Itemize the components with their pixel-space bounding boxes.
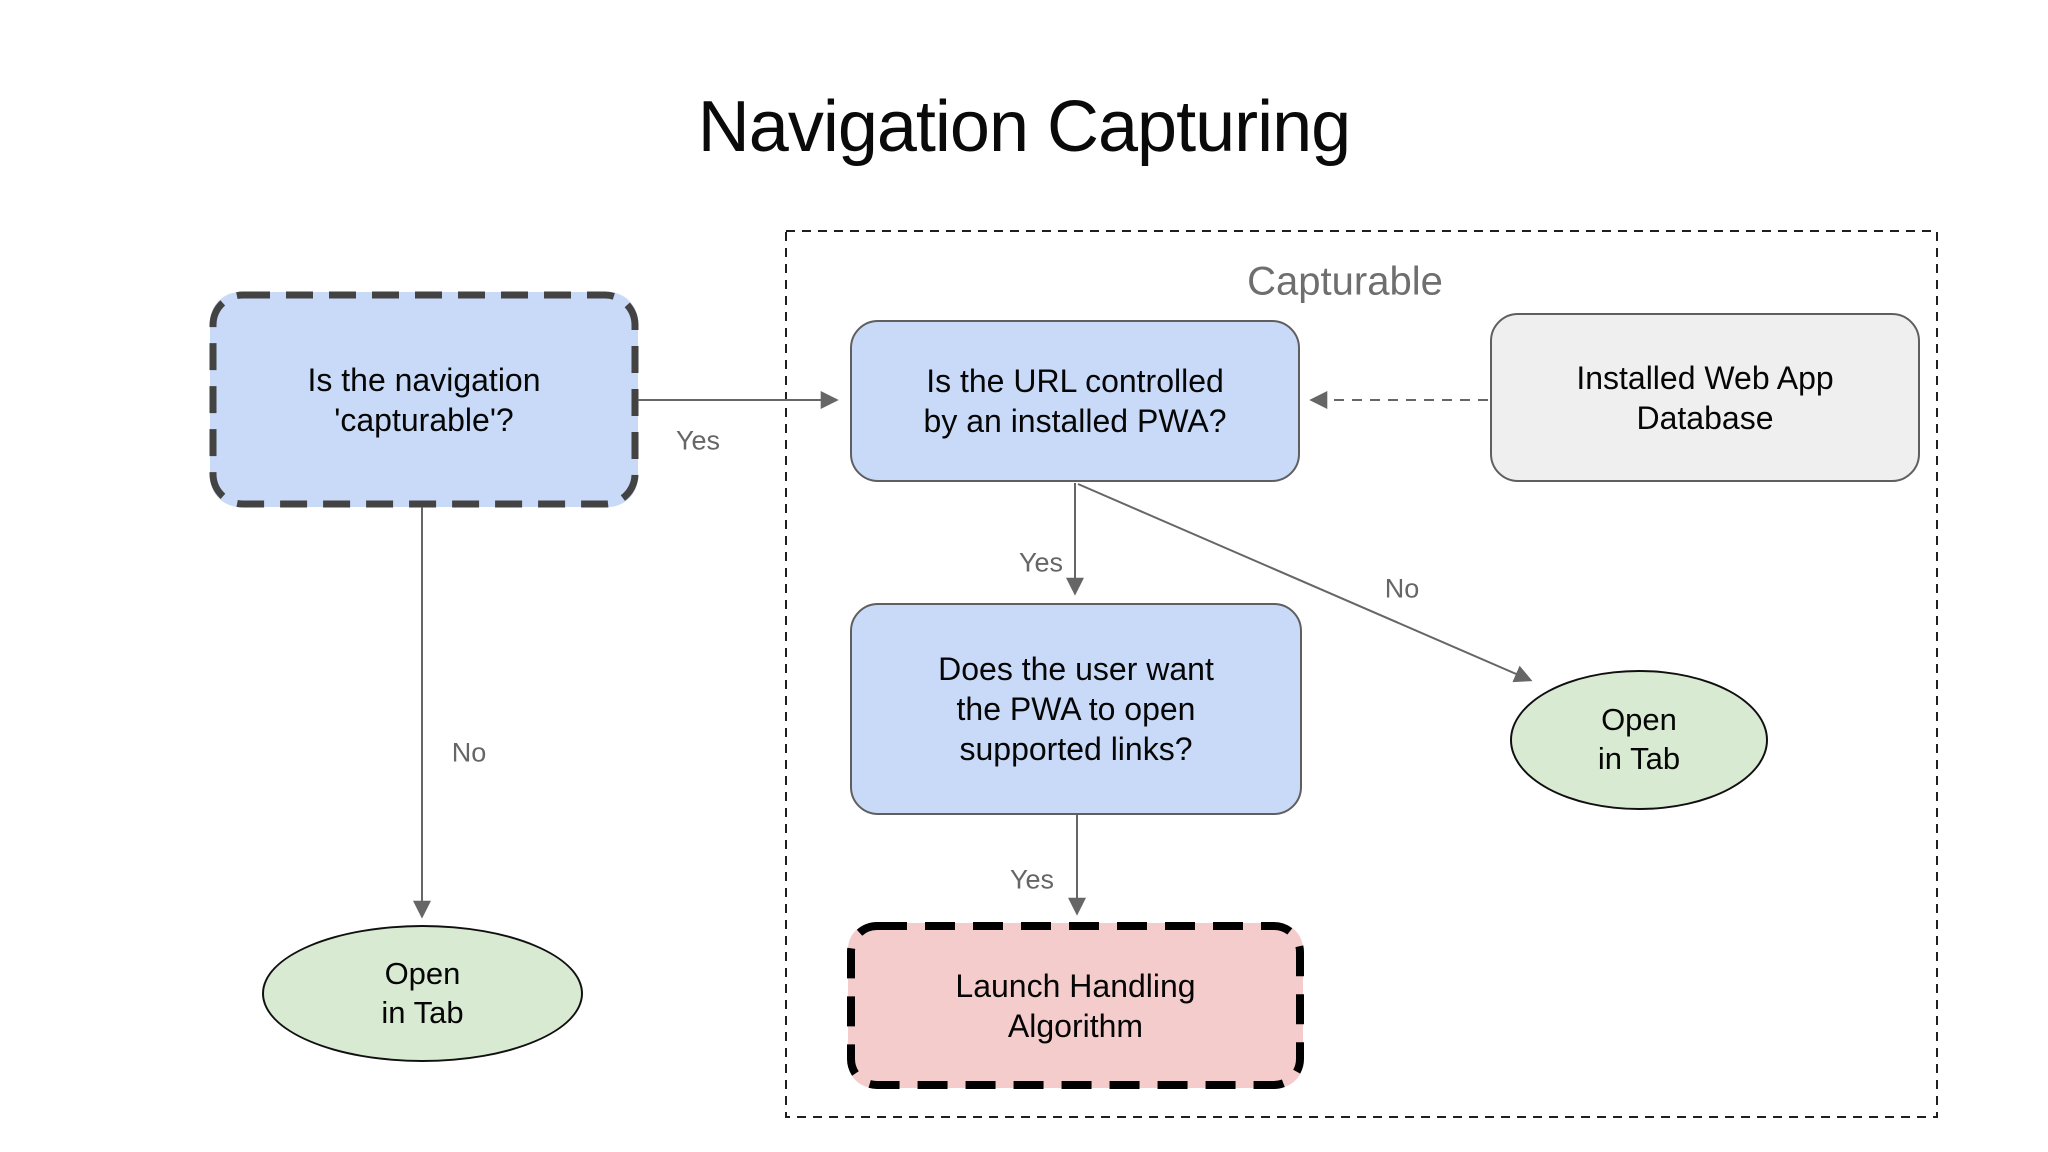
diagram-title: Navigation Capturing bbox=[697, 87, 1351, 167]
edge-label-no-to-right-tab: No bbox=[1384, 573, 1420, 604]
edge-label-yes-to-launch: Yes bbox=[1009, 864, 1055, 895]
node-does-user-want: Does the user want the PWA to open suppo… bbox=[850, 603, 1302, 815]
terminal-open-in-tab-left: Open in Tab bbox=[262, 925, 583, 1062]
edge-label-yes-to-url: Yes bbox=[675, 425, 721, 456]
edge-label-no-to-left-tab: No bbox=[451, 737, 487, 768]
node-launch-handling-algorithm: Launch Handling Algorithm bbox=[848, 923, 1303, 1088]
node-is-navigation-capturable: Is the navigation 'capturable'? bbox=[210, 292, 638, 507]
edge-label-yes-to-user-want: Yes bbox=[1018, 547, 1064, 578]
terminal-open-in-tab-right: Open in Tab bbox=[1510, 670, 1768, 810]
node-is-url-controlled: Is the URL controlled by an installed PW… bbox=[850, 320, 1300, 482]
node-installed-web-app-database: Installed Web App Database bbox=[1490, 313, 1920, 482]
capturable-group-label: Capturable bbox=[1247, 259, 1443, 304]
